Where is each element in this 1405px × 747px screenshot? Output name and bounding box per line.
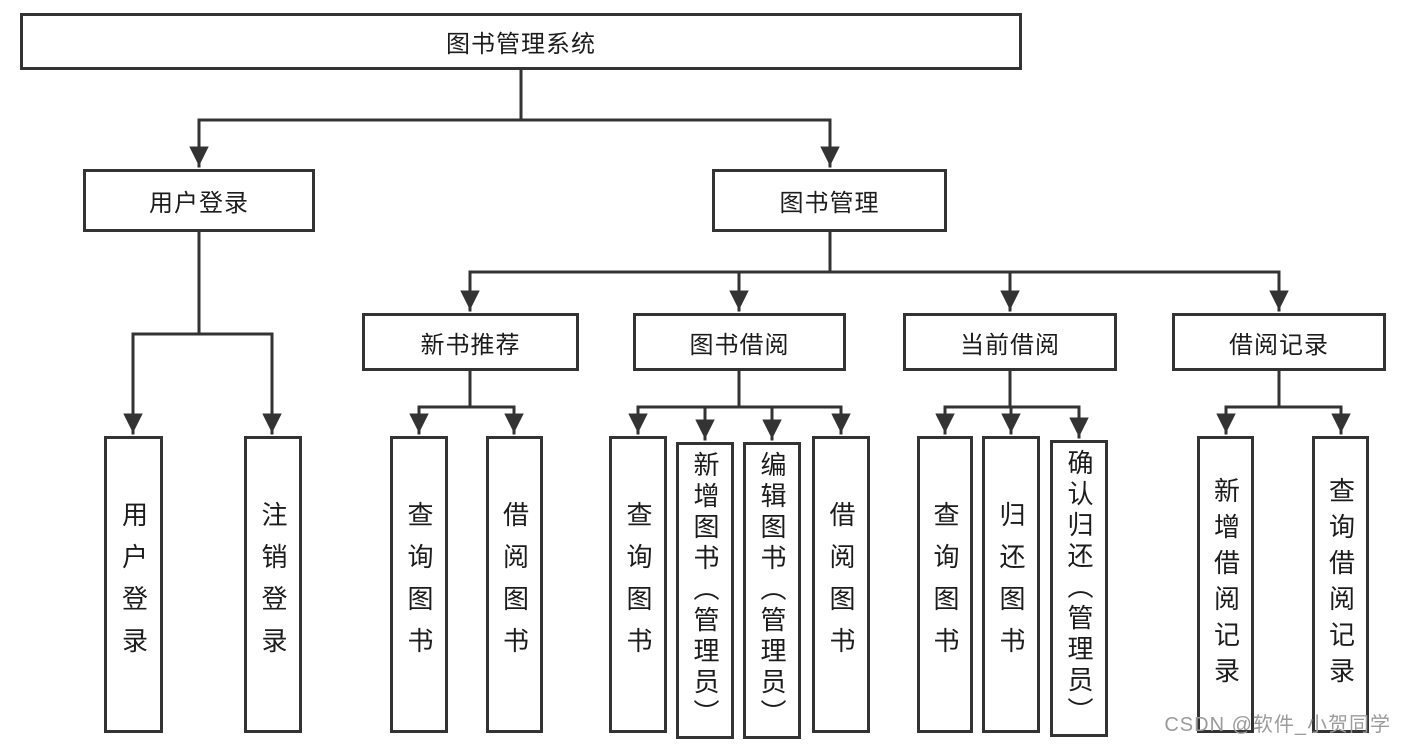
- node-label: 新增借阅记录: [1210, 476, 1241, 693]
- node-label: 注销登录: [258, 500, 288, 669]
- node-label: 新书推荐: [420, 331, 521, 359]
- node-new-book-recommendation: 新书推荐: [362, 313, 579, 371]
- node-label: 查询图书: [930, 500, 960, 669]
- node-label: 用户登录: [118, 500, 149, 669]
- node-label: 新增图书（管理员）: [690, 451, 720, 730]
- node-book-borrowing: 图书借阅: [633, 313, 846, 371]
- node-label: 图书管理系统: [446, 31, 596, 58]
- leaf-borrow-books-1: 借阅图书: [486, 436, 543, 733]
- node-label: 借阅记录: [1229, 331, 1329, 359]
- node-book-management: 图书管理: [712, 169, 947, 232]
- leaf-edit-book-admin: 编辑图书（管理员）: [743, 442, 801, 739]
- node-label: 图书借阅: [689, 331, 790, 359]
- node-label: 查询借阅记录: [1325, 476, 1356, 693]
- csdn-watermark: CSDN @软件_小贺同学: [1164, 714, 1391, 736]
- leaf-confirm-return-admin: 确认归还（管理员）: [1050, 440, 1108, 737]
- leaf-user-login: 用户登录: [104, 436, 163, 733]
- node-label: 确认归还（管理员）: [1064, 449, 1094, 728]
- leaf-borrow-books-2: 借阅图书: [812, 436, 870, 733]
- node-current-borrowing: 当前借阅: [903, 313, 1117, 371]
- node-label: 当前借阅: [960, 331, 1060, 359]
- leaf-logout: 注销登录: [244, 436, 302, 733]
- leaf-return-books: 归还图书: [982, 436, 1040, 733]
- leaf-query-books-3: 查询图书: [917, 436, 973, 733]
- leaf-query-borrow-record: 查询借阅记录: [1312, 436, 1369, 733]
- node-label: 归还图书: [996, 500, 1026, 669]
- node-borrowing-records: 借阅记录: [1172, 313, 1386, 371]
- leaf-query-books-1: 查询图书: [390, 436, 448, 733]
- leaf-add-book-admin: 新增图书（管理员）: [676, 442, 734, 739]
- node-user-login: 用户登录: [83, 169, 315, 232]
- leaf-query-books-2: 查询图书: [609, 436, 667, 733]
- node-label: 图书管理: [779, 190, 880, 217]
- node-label: 借阅图书: [826, 500, 856, 669]
- node-label: 编辑图书（管理员）: [757, 451, 787, 730]
- node-label: 用户登录: [149, 190, 249, 217]
- node-label: 查询图书: [623, 500, 653, 669]
- node-root-library-system: 图书管理系统: [20, 13, 1022, 70]
- node-label: 借阅图书: [499, 500, 530, 669]
- leaf-add-borrow-record: 新增借阅记录: [1197, 436, 1254, 733]
- node-label: 查询图书: [404, 500, 434, 669]
